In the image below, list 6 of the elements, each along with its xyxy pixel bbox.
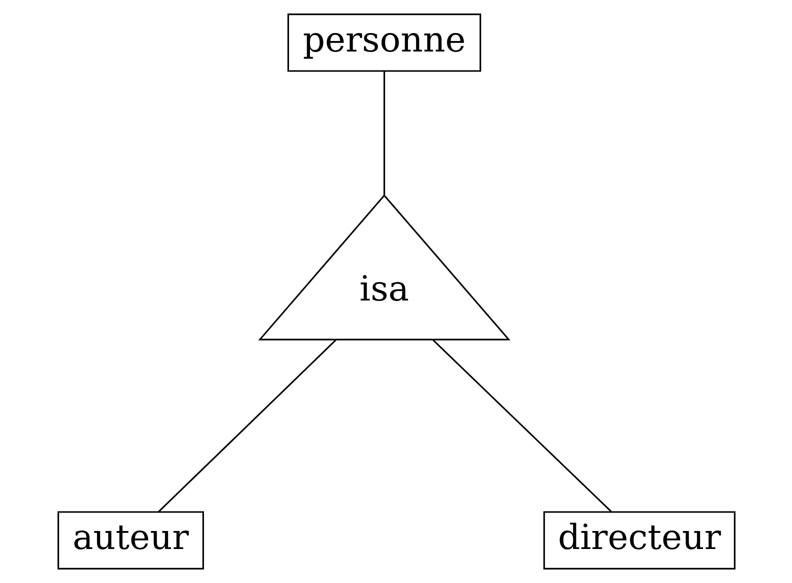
node-box: directeur [542,511,735,570]
connector [157,339,336,512]
node-box: auteur [57,511,204,570]
node-box: personne [286,14,481,72]
connector [432,339,612,512]
connector [383,71,385,196]
